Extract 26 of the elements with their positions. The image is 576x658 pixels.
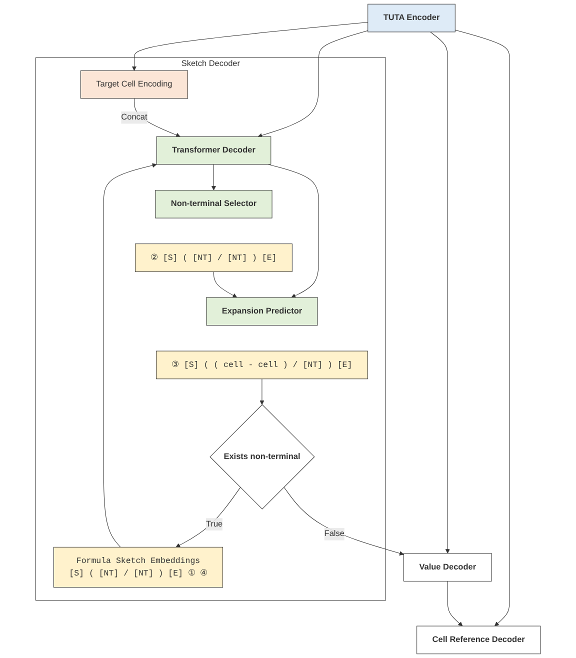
arrow	[258, 30, 368, 138]
arrow	[430, 32, 450, 554]
node-box: ② [S] ( [NT] / [NT] ) [E]	[134, 244, 292, 272]
node-box: TUTA Encoder	[368, 4, 456, 32]
arrow	[447, 580, 463, 626]
node-box: Formula Sketch Embeddings [S] ( [NT] / [NT] ) [E] ① ④	[53, 546, 224, 588]
node-box: Non-terminal Selector	[155, 190, 272, 218]
node-box: Expansion Predictor	[206, 297, 318, 326]
arrow	[176, 487, 241, 548]
arrow	[260, 378, 264, 405]
node-box: Cell Reference Decoder	[416, 626, 541, 654]
arrow	[454, 30, 510, 626]
node-box: Transformer Decoder	[156, 136, 272, 165]
edge-label: Concat	[121, 112, 148, 122]
arrow	[284, 486, 404, 556]
edge-label: False	[324, 530, 344, 538]
arrow	[103, 163, 157, 548]
arrow	[211, 164, 216, 190]
arrow	[268, 164, 319, 298]
node-box: Target Cell Encoding	[80, 70, 188, 99]
node-diamond: Exists non-terminal	[210, 404, 315, 510]
node-box: Value Decoder	[403, 553, 492, 582]
arrow	[132, 22, 368, 71]
edge-label: True	[206, 520, 223, 528]
arrow	[213, 271, 238, 298]
node-box: ③ [S] ( ( cell - cell ) / [NT] ) [E]	[156, 350, 368, 380]
